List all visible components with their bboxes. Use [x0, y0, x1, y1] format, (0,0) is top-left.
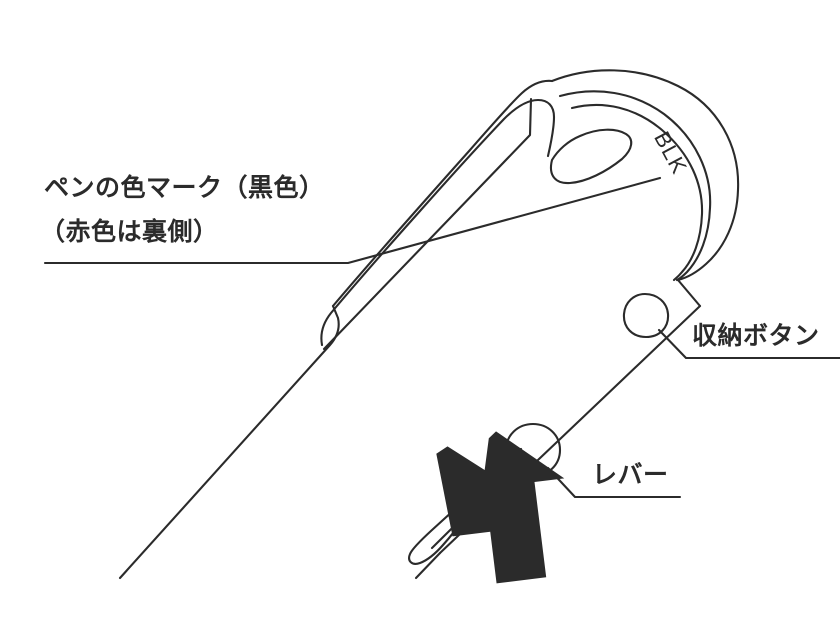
pen-barrel-top-edge: [118, 304, 340, 580]
pen-tip-stroke: [414, 551, 442, 580]
pen-clip-inner-crease: [322, 97, 533, 351]
label-storage-button: 収納ボタン: [692, 322, 820, 350]
pen-cap-bottom-shoulder: [676, 278, 702, 308]
pen-cap-inner-arc-1: [558, 90, 712, 282]
pen-clip-outline: [320, 98, 556, 347]
pen-barrel-upper-outline: [331, 79, 554, 308]
color-mark-leader-line: [43, 176, 662, 265]
pen-clip-flange: [550, 128, 633, 185]
storage-button-shape[interactable]: [622, 292, 670, 339]
label-pen-color-mark-line2: （赤色は裏側）: [40, 218, 219, 246]
lever-push-arrow: [436, 431, 565, 584]
pen-cap-outer-dome: [550, 69, 740, 282]
label-pen-color-mark-line1: ペンの色マーク（黒色）: [44, 174, 325, 202]
pen-cap-inner-arc-2: [570, 103, 704, 282]
storage-button-leader-line: [657, 328, 840, 360]
lever-arm-loop: [408, 447, 523, 565]
label-lever: レバー: [592, 461, 669, 489]
